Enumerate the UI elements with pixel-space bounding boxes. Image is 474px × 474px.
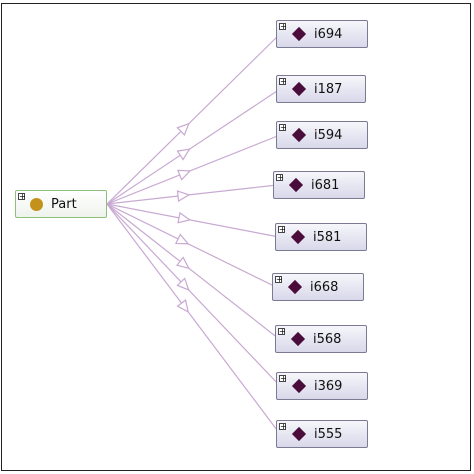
individual-node-i594[interactable]: + i594 xyxy=(276,121,368,149)
arrowhead-icon xyxy=(177,211,192,224)
individual-node-label: i694 xyxy=(314,26,343,42)
edge-line xyxy=(106,33,281,205)
arrowhead-icon xyxy=(176,169,192,181)
individual-node-label: i681 xyxy=(311,177,340,193)
arrowhead-icon xyxy=(176,299,190,314)
arrowhead-icon xyxy=(176,148,191,161)
expand-icon[interactable]: + xyxy=(279,123,287,132)
class-icon xyxy=(30,197,43,211)
individual-icon xyxy=(291,26,307,42)
arrowhead-icon xyxy=(175,256,190,270)
individual-node-i369[interactable]: + i369 xyxy=(276,372,368,400)
expand-icon[interactable]: + xyxy=(276,173,284,182)
individual-node-label: i668 xyxy=(310,279,339,295)
individual-icon xyxy=(290,229,306,245)
individual-icon xyxy=(291,378,307,394)
individual-node-i568[interactable]: + i568 xyxy=(275,325,367,353)
individual-node-i694[interactable]: + i694 xyxy=(276,20,368,48)
individual-icon xyxy=(290,331,306,347)
individual-icon xyxy=(291,81,307,97)
edge-line xyxy=(106,203,281,435)
individual-icon xyxy=(291,127,307,143)
individual-node-label: i581 xyxy=(313,229,342,245)
edge-line xyxy=(106,134,281,205)
individual-node-i187[interactable]: + i187 xyxy=(276,75,366,103)
edge-line xyxy=(106,203,277,288)
individual-node-label: i187 xyxy=(314,81,343,97)
expand-icon[interactable]: + xyxy=(278,225,286,234)
individual-node-label: i555 xyxy=(314,426,343,442)
arrowhead-icon xyxy=(176,122,190,137)
edge-line xyxy=(106,203,280,238)
individual-icon xyxy=(288,177,304,193)
individual-node-label: i369 xyxy=(314,378,343,394)
class-node-label: Part xyxy=(51,196,77,212)
individual-node-label: i568 xyxy=(313,331,342,347)
individual-node-label: i594 xyxy=(314,127,343,143)
edge-line xyxy=(106,88,281,205)
individual-node-i581[interactable]: + i581 xyxy=(275,223,367,251)
edge-line xyxy=(106,203,280,340)
individual-icon xyxy=(291,426,307,442)
individual-icon xyxy=(287,279,303,295)
expand-icon[interactable]: + xyxy=(279,374,287,383)
individual-node-i668[interactable]: + i668 xyxy=(272,273,364,301)
edge-line xyxy=(106,184,278,205)
arrowhead-icon xyxy=(174,233,190,245)
expand-icon[interactable]: + xyxy=(279,422,287,431)
individual-node-i681[interactable]: + i681 xyxy=(273,171,365,199)
expand-icon[interactable]: + xyxy=(278,327,286,336)
expand-icon[interactable]: + xyxy=(279,77,287,86)
individual-node-i555[interactable]: + i555 xyxy=(276,420,368,448)
expand-icon[interactable]: + xyxy=(279,22,287,31)
expand-icon[interactable]: + xyxy=(18,192,26,201)
edge-line xyxy=(106,203,281,387)
arrowhead-icon xyxy=(176,190,191,203)
arrowhead-icon xyxy=(176,277,190,291)
class-node-part[interactable]: + Part xyxy=(15,190,107,218)
expand-icon[interactable]: + xyxy=(275,275,283,284)
graph-canvas xyxy=(1,3,471,471)
